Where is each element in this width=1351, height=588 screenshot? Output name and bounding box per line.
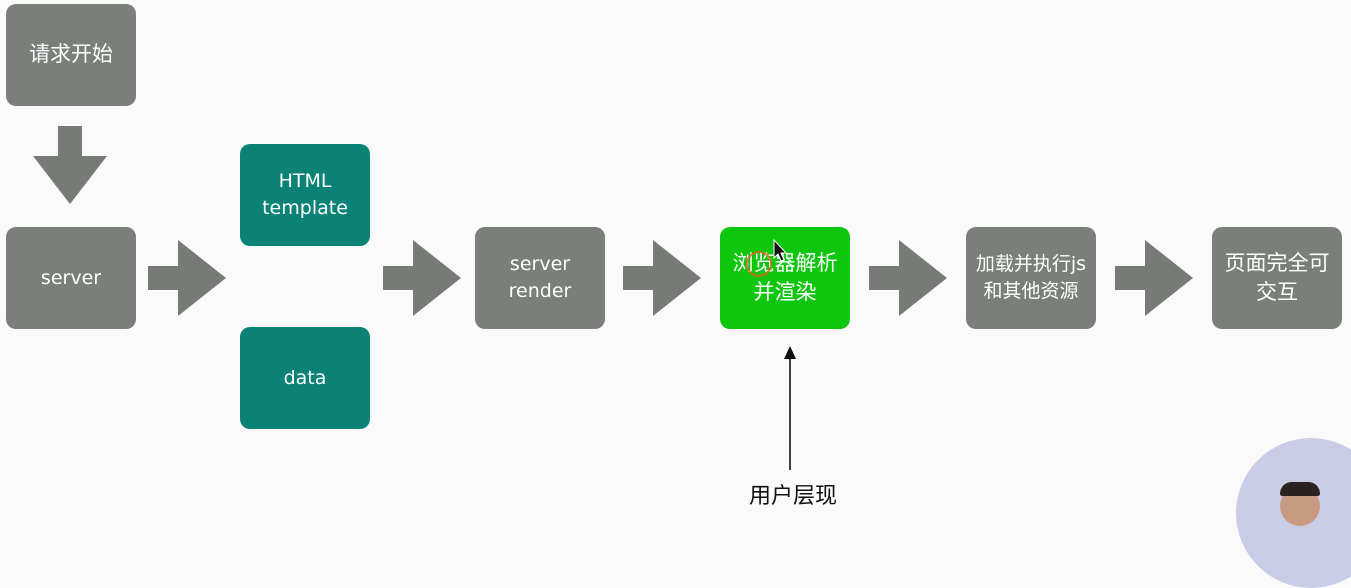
node-interactive: 页面完全可 交互: [1212, 227, 1342, 329]
arrow-right-icon: [1115, 240, 1193, 316]
node-data-label: data: [283, 366, 327, 389]
arrow-right-icon: [383, 240, 461, 316]
presenter-avatar: [1236, 438, 1351, 588]
node-request-start-label: 请求开始: [29, 42, 113, 67]
node-load-js-label: 加载并执行js 和其他资源: [975, 253, 1087, 302]
node-browser-parse: 浏览器解析 并渲染: [720, 227, 850, 329]
node-data: data: [240, 327, 370, 429]
user-render-label: 用户层现: [748, 484, 837, 509]
arrow-right-icon: [148, 240, 226, 316]
hair-shape: [1280, 482, 1320, 496]
arrow-right-icon: [869, 240, 947, 316]
node-interactive-label: 页面完全可 交互: [1224, 250, 1330, 304]
node-html-template: HTML template: [240, 144, 370, 246]
node-server-render-label: server render: [508, 253, 572, 302]
node-html-template-label: HTML template: [262, 170, 348, 219]
node-load-js: 加载并执行js 和其他资源: [966, 227, 1096, 329]
node-server-render: server render: [475, 227, 605, 329]
cursor-icon: [746, 238, 788, 277]
node-server-label: server: [40, 266, 102, 289]
arrow-down-icon: [33, 126, 107, 204]
arrow-right-icon: [623, 240, 701, 316]
node-server: server: [6, 227, 136, 329]
arrow-up-icon: [784, 346, 796, 470]
node-request-start: 请求开始: [6, 4, 136, 106]
